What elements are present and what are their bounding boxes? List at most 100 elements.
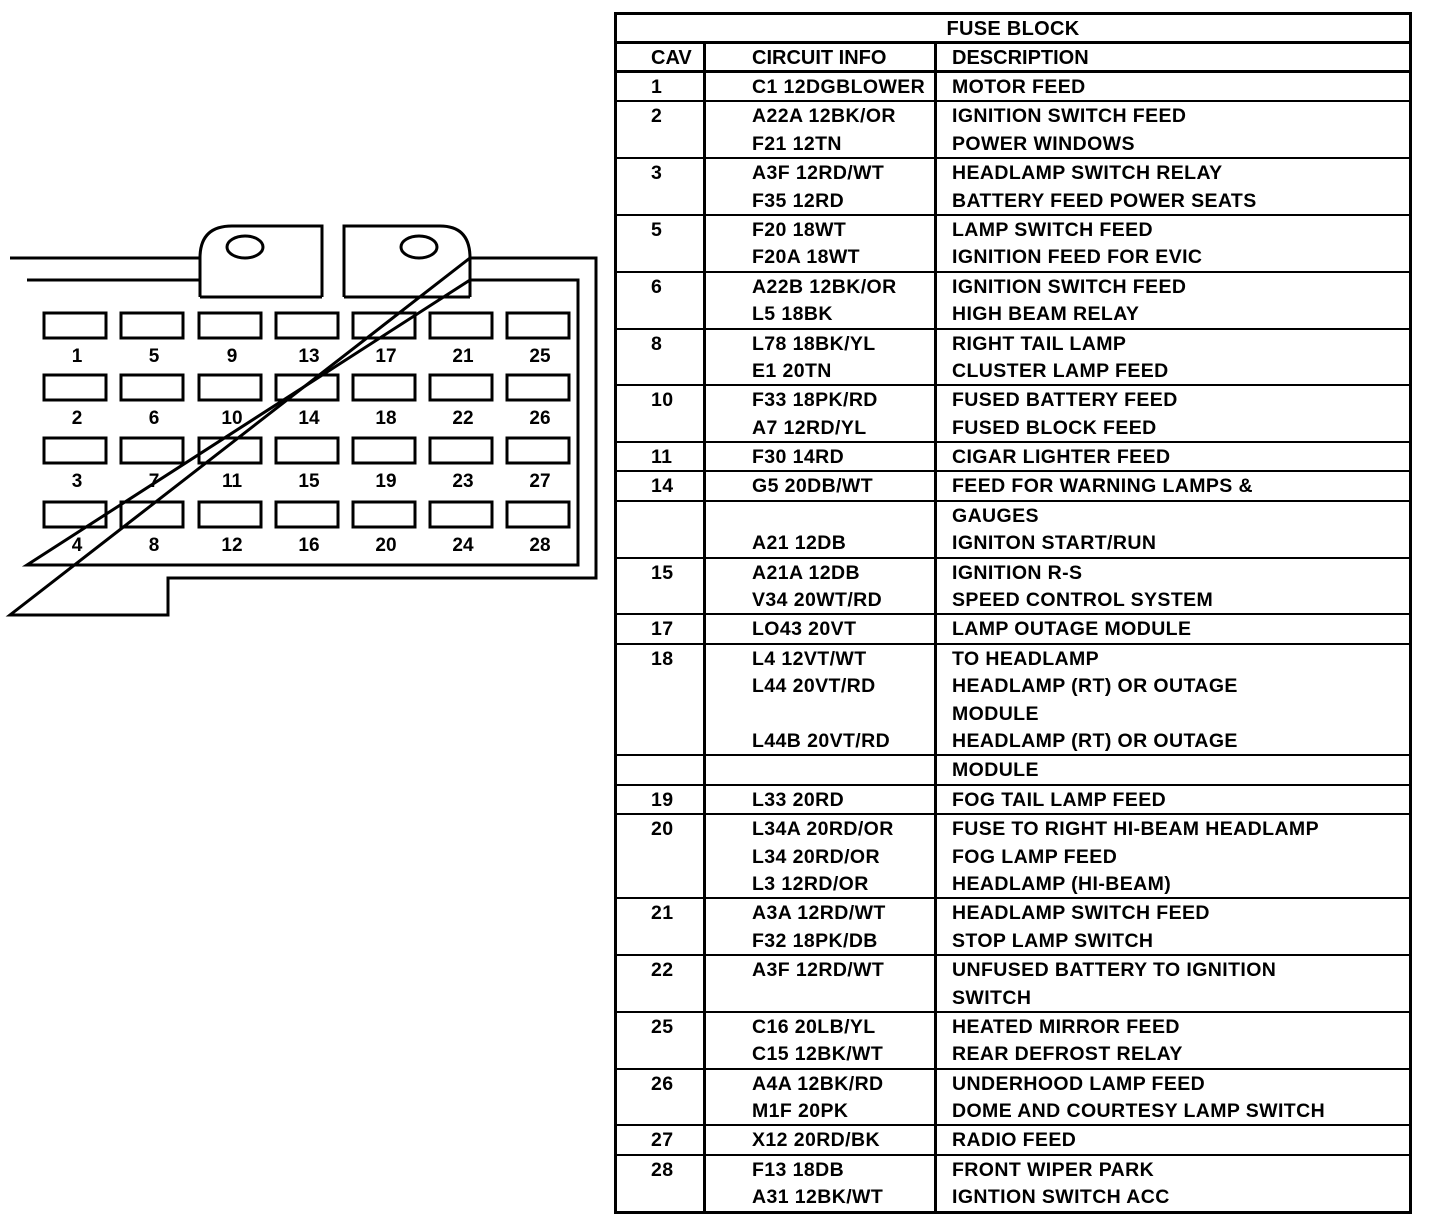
circuit-cell: LO43 20VT xyxy=(706,615,937,643)
circuit-code: L4 12VT/WT xyxy=(752,647,867,670)
cav-cell: 19 xyxy=(617,785,706,814)
circuit-description: FEED FOR WARNING LAMPS & xyxy=(952,475,1254,498)
cav-cell: 2 xyxy=(617,102,706,158)
cav-number: 25 xyxy=(651,1015,674,1038)
circuit-description: CIGAR LIGHTER FEED xyxy=(952,446,1171,469)
connector-inner-face xyxy=(21,278,580,567)
circuit-code: C15 12BK/WT xyxy=(752,1043,884,1066)
circuit-code: G5 20DB/WT xyxy=(752,475,874,498)
fuse-cavity-number: 7 xyxy=(149,471,160,492)
right-mounting-hole-icon xyxy=(399,234,439,260)
fuse-cavity-slot xyxy=(42,311,108,340)
cav-number: 17 xyxy=(651,618,674,641)
description-cell: HEADLAMP SWITCH FEED STOP LAMP SWITCH xyxy=(937,899,1409,954)
fuse-cavity-number: 22 xyxy=(452,408,473,429)
fuse-cavity-slot xyxy=(42,500,108,529)
circuit-code: F20 18WT xyxy=(752,218,847,241)
fuse-cavity-slot xyxy=(505,500,571,529)
fuse-cavity-slot xyxy=(119,373,185,402)
cav-number: 20 xyxy=(651,818,674,841)
cav-cell: 22 xyxy=(617,956,706,1011)
fuse-cavity-slot xyxy=(351,436,417,465)
circuit-description: STOP LAMP SWITCH xyxy=(952,929,1154,952)
cav-cell: 18 xyxy=(617,644,706,755)
circuit-description: HEADLAMP (RT) OR OUTAGE xyxy=(952,675,1238,698)
circuit-cell: C1 12DGBLOWER xyxy=(706,73,937,101)
circuit-description: FOG TAIL LAMP FEED xyxy=(952,788,1167,811)
fuse-cavity-slot xyxy=(197,500,263,529)
fuse-cavity-number: 26 xyxy=(529,408,550,429)
circuit-description: IGNITION SWITCH FEED xyxy=(952,105,1187,128)
connector-left-ear xyxy=(198,224,324,297)
fuse-cavity-slot xyxy=(274,311,340,340)
fuse-cavity-slot xyxy=(42,436,108,465)
circuit-description: BATTERY FEED POWER SEATS xyxy=(952,189,1257,212)
fuse-cavity-number: 9 xyxy=(227,346,238,367)
description-cell: LAMP OUTAGE MODULE xyxy=(937,615,1409,642)
cav-cell: 20 xyxy=(617,815,706,898)
fuse-cavity-slot xyxy=(428,311,494,340)
cav-cell: 21 xyxy=(617,899,706,955)
cav-number: 2 xyxy=(651,105,663,128)
cav-cell: 17 xyxy=(617,615,706,643)
fuse-cavity-number: 19 xyxy=(375,471,396,492)
circuit-code: A22A 12BK/OR xyxy=(752,105,896,128)
circuit-description: SPEED CONTROL SYSTEM xyxy=(952,589,1214,612)
description-cell: HEADLAMP SWITCH RELAY BATTERY FEED POWER … xyxy=(937,159,1409,214)
circuit-code: L5 18BK xyxy=(752,303,833,326)
circuit-description: SWITCH xyxy=(952,986,1032,1009)
description-cell: CIGAR LIGHTER FEED xyxy=(937,443,1409,470)
circuit-description: HEADLAMP SWITCH RELAY xyxy=(952,162,1223,185)
circuit-description: IGNITION R-S xyxy=(952,561,1083,584)
circuit-code: A3F 12RD/WT xyxy=(752,162,885,185)
fuse-cavity-number: 5 xyxy=(149,346,160,367)
circuit-code: A4A 12BK/RD xyxy=(752,1072,884,1095)
circuit-code: C1 12DGBLOWER xyxy=(752,76,926,98)
header-circuit-info: CIRCUIT INFO xyxy=(706,44,937,70)
cav-number: 15 xyxy=(651,561,674,584)
cav-cell: 27 xyxy=(617,1126,706,1154)
circuit-code: C16 20LB/YL xyxy=(752,1015,876,1038)
left-mounting-hole-icon xyxy=(225,234,265,260)
circuit-code: F35 12RD xyxy=(752,189,845,212)
fuse-cavity-number: 28 xyxy=(529,535,550,556)
circuit-description: FOG LAMP FEED xyxy=(952,845,1118,868)
circuit-cell: A3F 12RD/WT F35 12RD xyxy=(706,159,937,214)
circuit-code: M1F 20PK xyxy=(752,1100,849,1123)
fuse-cavity-number: 20 xyxy=(375,535,396,556)
fuse-cavity-slot xyxy=(274,436,340,465)
fuse-cavity-slot xyxy=(119,311,185,340)
circuit-description: FUSED BLOCK FEED xyxy=(952,416,1157,439)
cav-number: 26 xyxy=(651,1072,674,1095)
fuse-cavity-number: 1 xyxy=(72,346,83,367)
connector-outer-outline xyxy=(5,256,598,617)
fuse-cavity-number: 11 xyxy=(222,471,243,492)
table-header-row: CAV CIRCUIT INFO DESCRIPTION xyxy=(617,44,1409,73)
circuit-description: HEADLAMP SWITCH FEED xyxy=(952,902,1210,925)
circuit-cell: A3F 12RD/WT xyxy=(706,956,937,1011)
circuit-code: F13 18DB xyxy=(752,1158,845,1181)
fuse-cavity-slot xyxy=(197,311,263,340)
circuit-cell: A4A 12BK/RD M1F 20PK xyxy=(706,1069,937,1125)
fuse-cavity-slot xyxy=(197,436,263,465)
cav-cell: 1 xyxy=(617,73,706,101)
fuse-cavity-slot xyxy=(274,373,340,402)
